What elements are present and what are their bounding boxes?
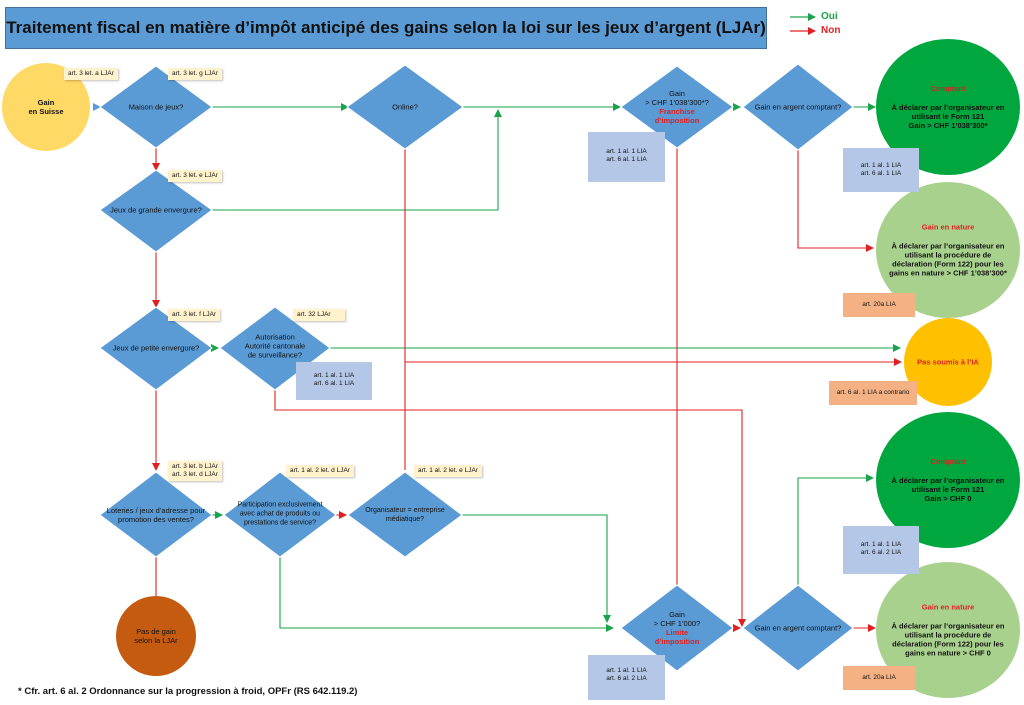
- petite-diamond: [99, 306, 213, 391]
- petite-label: Jeux de petite envergure?: [112, 343, 200, 353]
- n1-circle: [876, 182, 1020, 318]
- c1-circle: [876, 39, 1020, 175]
- grande-diamond: [99, 169, 213, 253]
- grande-label: Jeux de grande envergure?: [110, 205, 202, 215]
- n2-circle: [876, 562, 1020, 698]
- n1-text: Gain en nature À déclarer par l’organisa…: [889, 222, 1007, 278]
- comptant1-label: Gain en argent comptant?: [754, 102, 842, 112]
- pas-soumis-circle: [904, 318, 992, 406]
- online-diamond: [346, 64, 464, 150]
- n2-text: Gain en nature À déclarer par l’organisa…: [891, 602, 1005, 658]
- gain1-diamond: [620, 65, 734, 149]
- gain2-diamond: [620, 584, 734, 672]
- page-title: Traitement fiscal en matière d’impôt ant…: [5, 7, 767, 49]
- c1-text: Comptant À déclarer par l’organisateur e…: [891, 84, 1005, 130]
- comptant2-diamond: [742, 584, 854, 672]
- note-art32: art. 32 LJAr: [293, 309, 345, 321]
- c2-circle: [876, 412, 1020, 548]
- organisateur-diamond: [347, 471, 463, 558]
- ref-20a-1: art. 20a LIA: [843, 293, 915, 317]
- note-art12e: art. 1 al. 2 let. e LJAr: [414, 465, 482, 477]
- loteries-diamond: [99, 471, 213, 558]
- comptant1-diamond: [742, 63, 854, 151]
- note-art12d: art. 1 al. 2 let. d LJAr: [286, 465, 354, 477]
- comptant2-label: Gain en argent comptant?: [754, 623, 842, 633]
- maison-label: Maison de jeux?: [128, 102, 184, 112]
- note-art3a: art. 3 let. a LJAr: [64, 68, 118, 80]
- pas-gain-circle: [116, 596, 196, 676]
- note-art3g: art. 3 let. g LJAr: [168, 68, 222, 80]
- ref-20a-2: art. 20a LIA: [843, 666, 915, 690]
- note-art3f: art. 3 let. f LJAr: [168, 309, 221, 321]
- participation-diamond: [223, 471, 337, 558]
- c2-text: Comptant À déclarer par l’organisateur e…: [891, 457, 1005, 503]
- maison-diamond: [99, 65, 213, 149]
- start-circle: [2, 63, 90, 151]
- autorisation-diamond: [219, 306, 331, 391]
- pas-soumis-label: Pas soumis à l’IA: [917, 357, 979, 367]
- legend-no: Non: [821, 25, 841, 36]
- note-art3e: art. 3 let. e LJAr: [168, 170, 222, 182]
- footnote: * Cfr. art. 6 al. 2 Ordonnance sur la pr…: [18, 686, 358, 697]
- ref-contrario: art. 6 al. 1 LIA a contrario: [829, 381, 917, 405]
- legend-yes: Oui: [821, 11, 838, 22]
- online-label: Online?: [392, 102, 418, 112]
